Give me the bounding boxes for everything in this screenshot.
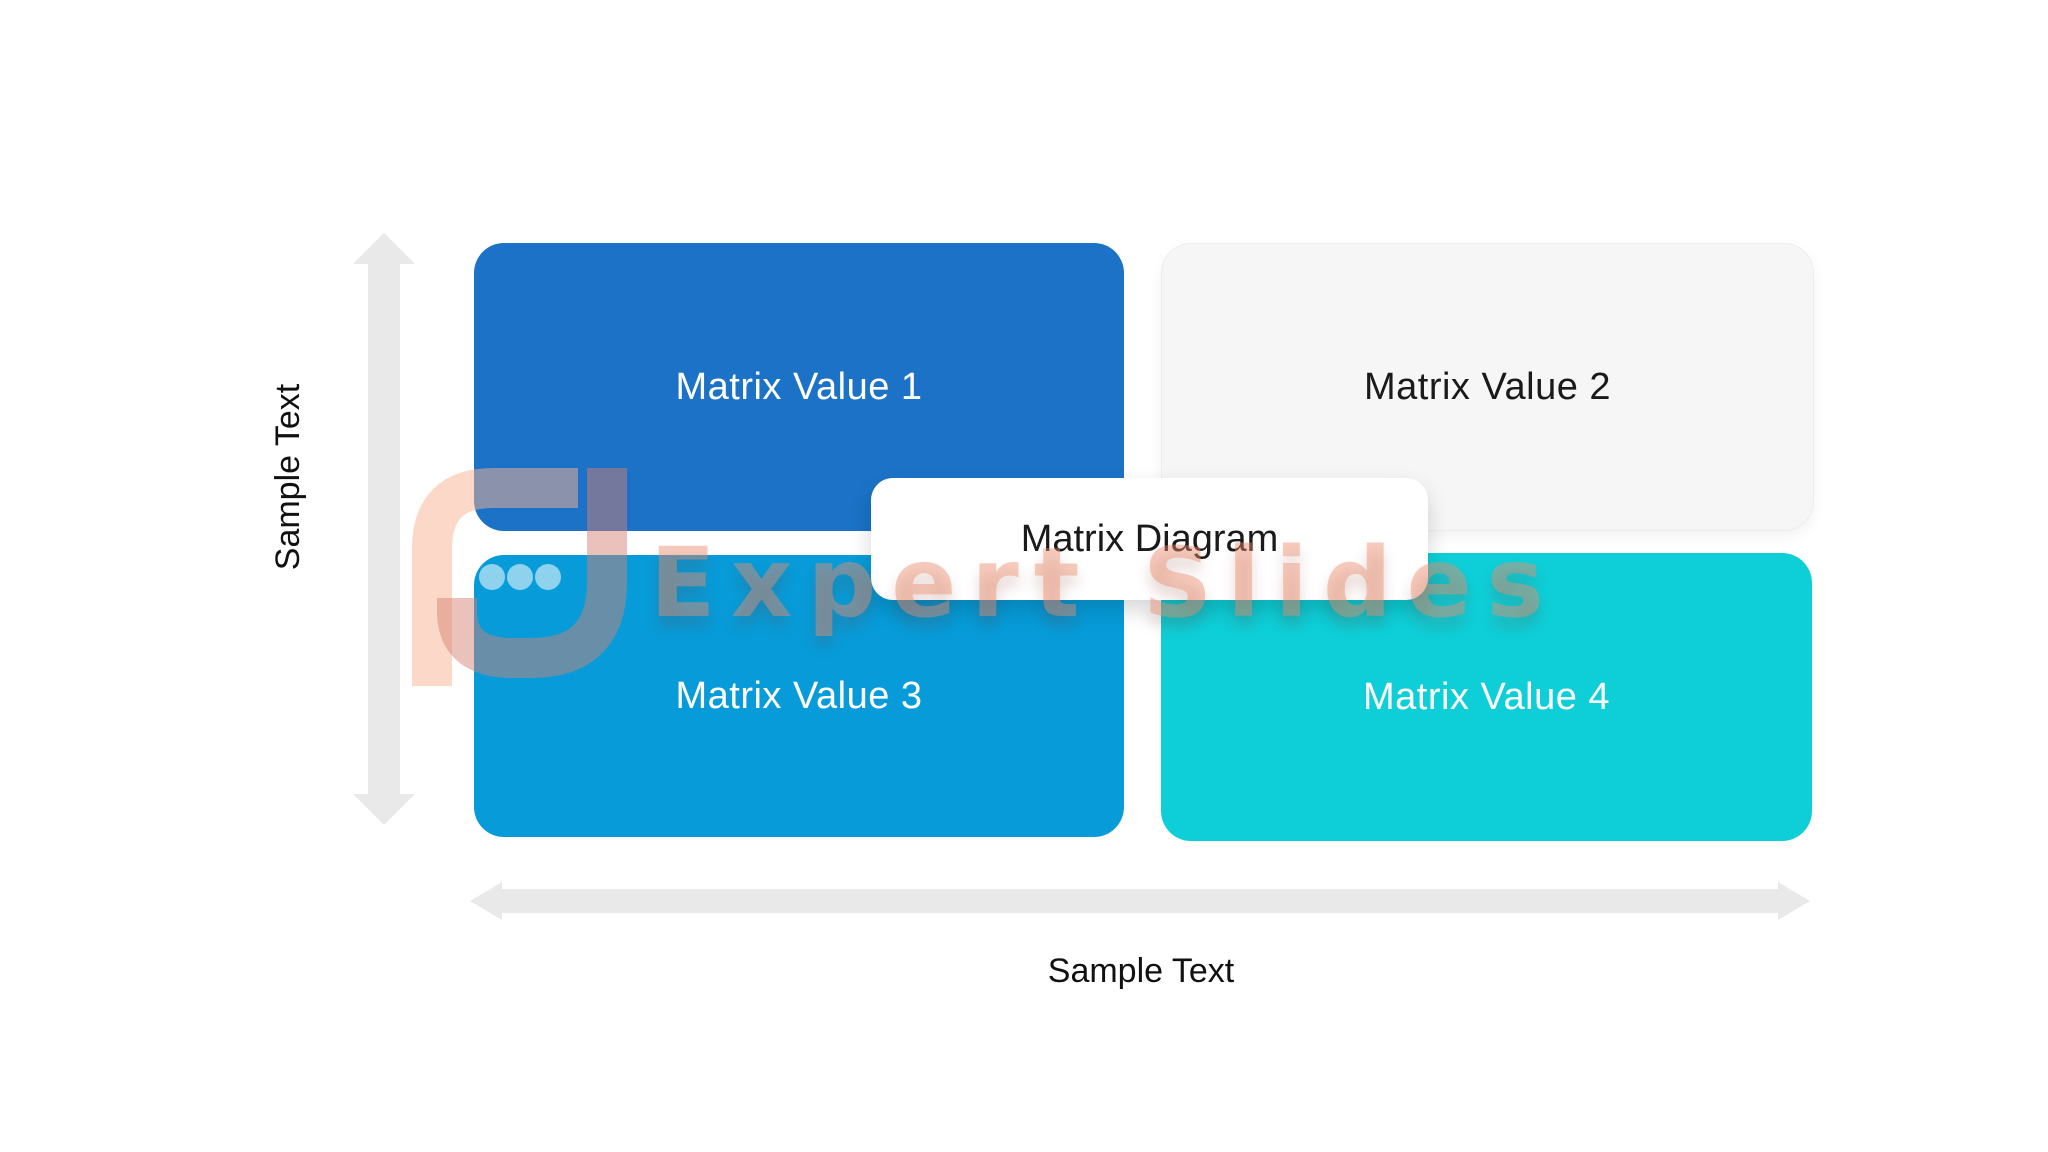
y-axis-label: Sample Text: [268, 383, 307, 571]
quadrant-bottom-right: Matrix Value 4: [1161, 553, 1812, 841]
diagram-title-box: Matrix Diagram: [871, 478, 1428, 600]
y-axis-arrow-icon: [353, 233, 415, 825]
quadrant-top-right-label: Matrix Value 2: [1363, 365, 1612, 408]
quadrant-bottom-left-label: Matrix Value 3: [675, 674, 923, 717]
x-axis-label: Sample Text: [1047, 951, 1235, 990]
quadrant-top-left-label: Matrix Value 1: [675, 365, 923, 408]
x-axis-arrow-icon: [470, 882, 1810, 920]
diagram-title: Matrix Diagram: [1020, 517, 1279, 560]
quadrant-bottom-left: Matrix Value 3: [474, 555, 1124, 837]
quadrant-bottom-right-label: Matrix Value 4: [1362, 675, 1611, 718]
